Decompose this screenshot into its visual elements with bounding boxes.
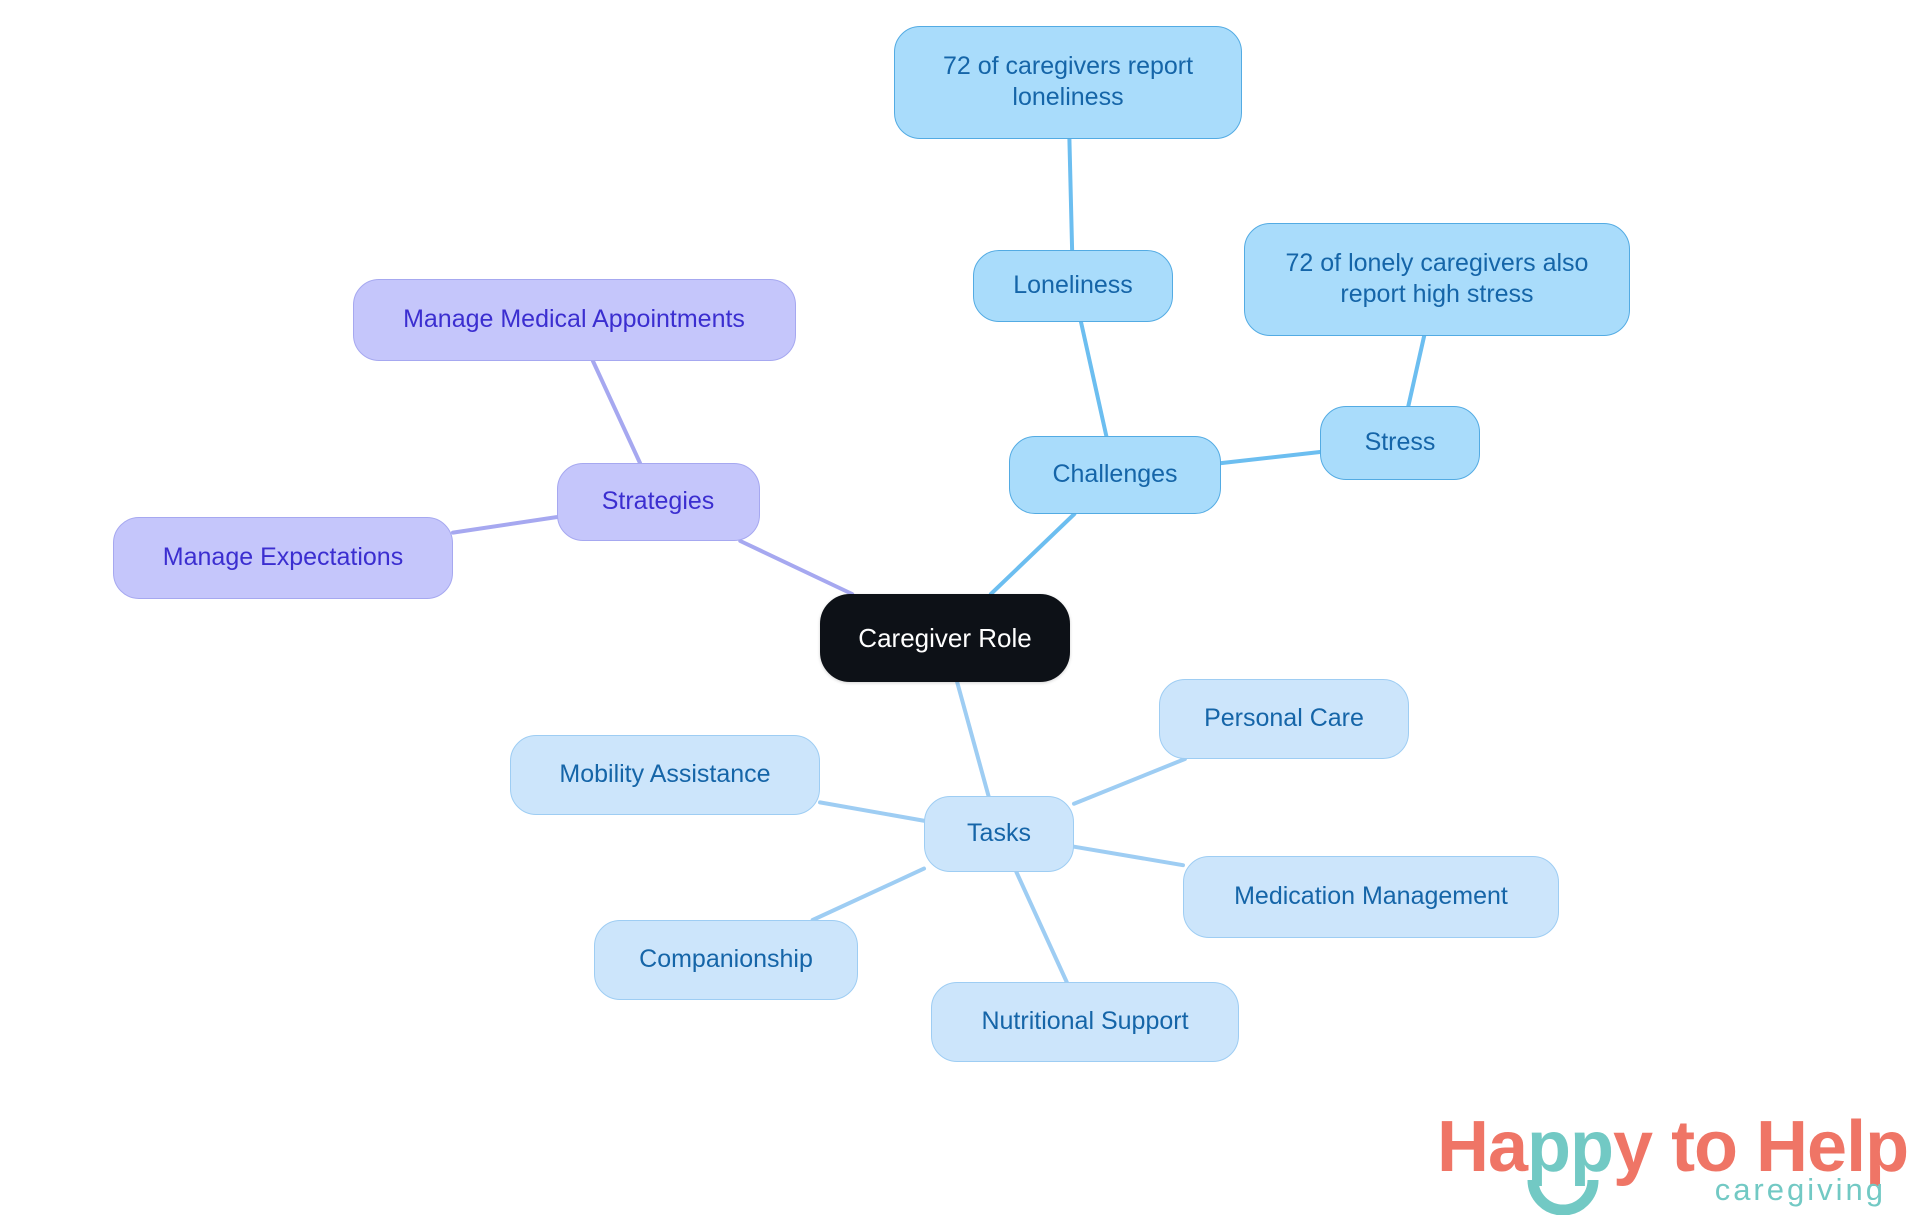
- brand-logo: Happy to Help caregiving: [1437, 1106, 1909, 1215]
- mindmap-edge-loneliness-stat-edge: [1067, 136, 1075, 252]
- mindmap-node-label: Nutritional Support: [981, 1007, 1189, 1036]
- mindmap-node-companionship[interactable]: Companionship: [594, 920, 858, 1000]
- mindmap-edge-tasks-nutrition: [1014, 870, 1069, 984]
- mindmap-node-root[interactable]: Caregiver Role: [820, 594, 1070, 682]
- mindmap-node-loneliness-stat[interactable]: 72 of caregivers report loneliness: [894, 25, 1242, 139]
- mindmap-node-label: 72 of lonely caregivers also report high…: [1285, 248, 1589, 308]
- mindmap-node-loneliness[interactable]: Loneliness: [973, 250, 1173, 322]
- mindmap-edge-challenges-loneliness: [1079, 320, 1109, 438]
- logo-subtitle: caregiving: [1714, 1172, 1886, 1207]
- mindmap-node-manage-expectations[interactable]: Manage Expectations: [113, 517, 453, 599]
- mindmap-edge-strategies-appts: [590, 359, 642, 465]
- mindmap-node-stress[interactable]: Stress: [1320, 406, 1480, 480]
- mindmap-node-label: Manage Medical Appointments: [403, 305, 745, 334]
- mindmap-node-tasks[interactable]: Tasks: [924, 796, 1074, 872]
- mindmap-node-strategies[interactable]: Strategies: [556, 463, 760, 541]
- mindmap-edge-root-tasks: [955, 680, 991, 798]
- logo-text-ha: Ha: [1437, 1107, 1528, 1187]
- logo-text-pp: pp: [1527, 1107, 1614, 1187]
- mindmap-node-label: 72 of caregivers report loneliness: [942, 51, 1194, 111]
- mindmap-node-mobility-assistance[interactable]: Mobility Assistance: [510, 735, 820, 815]
- mindmap-node-label: Stress: [1364, 428, 1436, 457]
- logo-text-y: y: [1613, 1107, 1653, 1187]
- mindmap-node-label: Mobility Assistance: [559, 760, 771, 789]
- mindmap-edge-stress-stat-edge: [1406, 333, 1427, 408]
- mindmap-edge-tasks-companionship: [810, 866, 926, 922]
- mindmap-node-nutritional-support[interactable]: Nutritional Support: [931, 982, 1239, 1062]
- mindmap-node-challenges[interactable]: Challenges: [1009, 436, 1221, 514]
- mindmap-node-stress-stat[interactable]: 72 of lonely caregivers also report high…: [1244, 222, 1630, 336]
- mindmap-node-label: Strategies: [601, 487, 715, 516]
- mindmap-edge-tasks-personal: [1072, 757, 1187, 806]
- mindmap-node-manage-medical-appointments[interactable]: Manage Medical Appointments: [352, 279, 796, 361]
- logo-text-help: Help: [1756, 1107, 1909, 1187]
- smile-icon: [1527, 1179, 1599, 1215]
- mindmap-node-label: Tasks: [967, 819, 1031, 848]
- mindmap-edge-tasks-medication: [1072, 844, 1185, 868]
- mindmap-node-medication-management[interactable]: Medication Management: [1183, 856, 1559, 938]
- mindmap-edge-tasks-mobility: [818, 800, 926, 823]
- logo-wordmark: Happy to Help: [1437, 1106, 1909, 1188]
- mindmap-node-label: Companionship: [639, 945, 813, 974]
- mindmap-edge-root-strategies: [738, 539, 855, 596]
- mindmap-edge-challenges-stress: [1219, 449, 1322, 466]
- mindmap-node-label: Loneliness: [1013, 271, 1133, 300]
- mindmap-edge-root-challenges: [988, 512, 1077, 596]
- logo-text-to: to: [1652, 1107, 1757, 1187]
- mindmap-node-label: Caregiver Role: [858, 622, 1032, 653]
- mindmap-node-label: Challenges: [1052, 460, 1178, 489]
- mindmap-node-personal-care[interactable]: Personal Care: [1159, 679, 1409, 759]
- mindmap-edge-strategies-expect: [451, 515, 559, 535]
- mindmap-node-label: Medication Management: [1234, 882, 1508, 911]
- mindmap-node-label: Personal Care: [1204, 704, 1364, 733]
- mindmap-node-label: Manage Expectations: [162, 543, 404, 572]
